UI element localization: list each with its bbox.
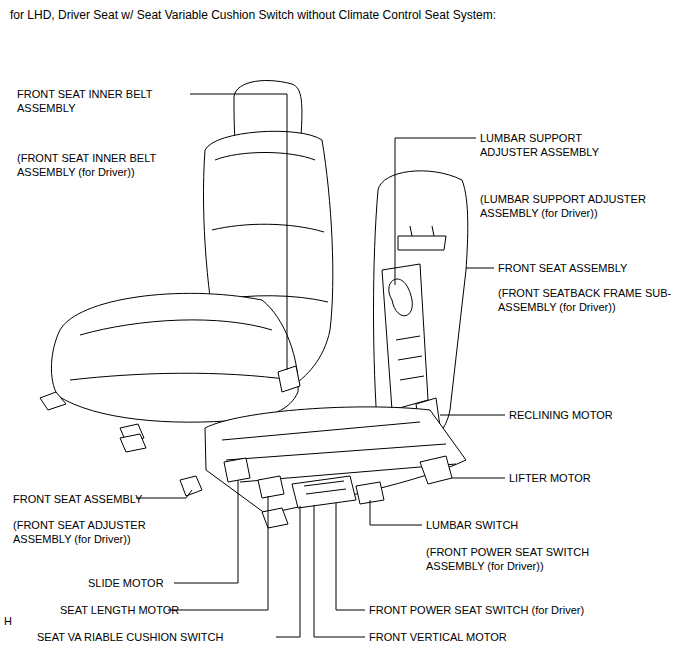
part-label: SEAT VA RIABLE CUSHION SWITCH: [37, 630, 223, 644]
part-label: LIFTER MOTOR: [509, 471, 591, 485]
part-label: SLIDE MOTOR: [88, 576, 164, 590]
part-label: FRONT SEAT INNER BELT ASSEMBLY: [17, 87, 182, 115]
part-label: FRONT SEAT ASSEMBLY: [13, 492, 142, 506]
part-label: LUMBAR SWITCH: [426, 518, 518, 532]
part-label: (FRONT POWER SEAT SWITCH ASSEMBLY (for D…: [426, 545, 626, 573]
part-label: (FRONT SEAT INNER BELT ASSEMBLY (for Dri…: [17, 151, 189, 179]
part-label: (FRONT SEATBACK FRAME SUB-ASSEMBLY (for …: [498, 286, 676, 314]
part-label: RECLINING MOTOR: [509, 408, 613, 422]
part-label: FRONT POWER SEAT SWITCH (for Driver): [369, 603, 584, 617]
part-label: LUMBAR SUPPORT ADJUSTER ASSEMBLY: [480, 131, 620, 159]
part-label: SEAT LENGTH MOTOR: [60, 603, 179, 617]
part-label: (LUMBAR SUPPORT ADJUSTER ASSEMBLY (for D…: [480, 192, 672, 220]
upholstered-seat: [40, 81, 333, 444]
diagram-title: for LHD, Driver Seat w/ Seat Variable Cu…: [10, 8, 496, 23]
part-label: FRONT VERTICAL MOTOR: [369, 630, 507, 644]
part-label: FRONT SEAT ASSEMBLY: [498, 261, 627, 275]
seat-frame: [120, 171, 468, 528]
part-label: (FRONT SEAT ADJUSTER ASSEMBLY (for Drive…: [13, 518, 181, 546]
part-label: H: [4, 614, 12, 628]
